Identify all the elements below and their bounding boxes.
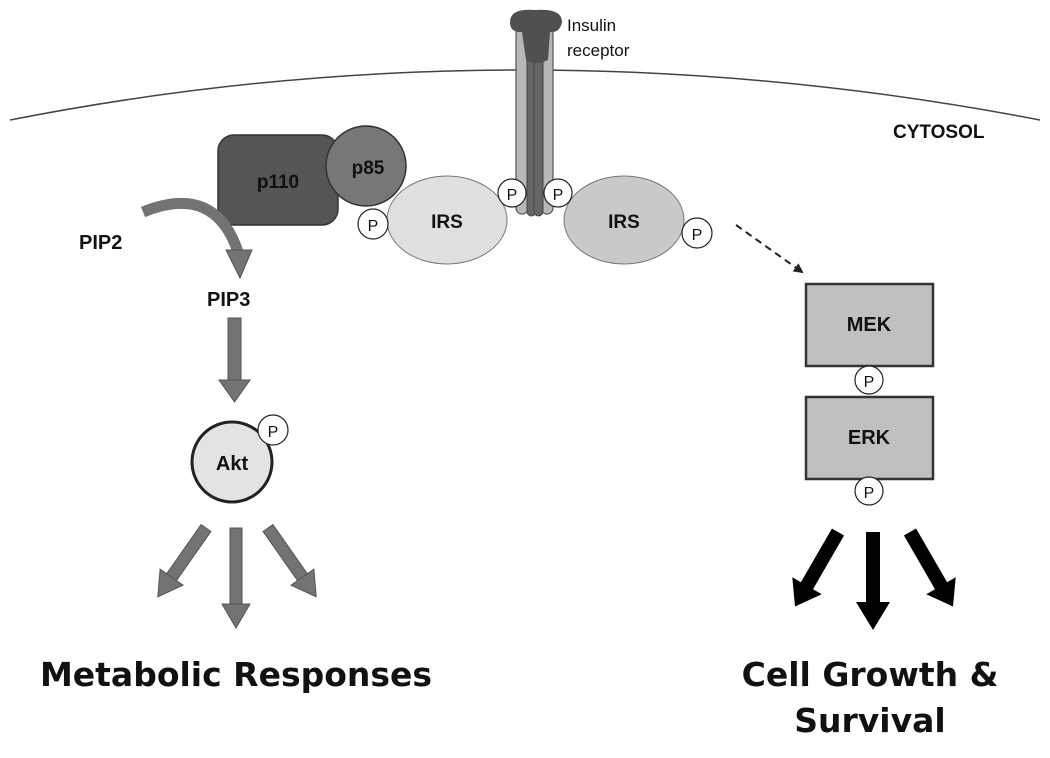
svg-text:P: P	[864, 374, 875, 391]
phospho-irs-right-inner: P	[543, 178, 573, 208]
akt-arrow-right	[262, 523, 317, 598]
erk-arrow-left	[792, 528, 845, 607]
pip3-label: PIP3	[207, 289, 250, 311]
mek-label: MEK	[847, 314, 892, 336]
metabolic-responses-label: Metabolic Responses	[40, 655, 432, 694]
insulin-receptor-label-1: Insulin	[567, 16, 616, 35]
erk-arrow-center	[856, 532, 890, 630]
phospho-erk: P	[854, 476, 884, 506]
phospho-irs-left-inner: P	[497, 178, 527, 208]
insulin-ligand	[510, 9, 562, 63]
svg-text:P: P	[692, 227, 703, 244]
phospho-irs-left-outer: P	[357, 208, 389, 240]
svg-text:P: P	[553, 187, 564, 204]
dashed-arrow-to-mek	[735, 224, 804, 274]
pip2-to-pip3-arrow	[140, 198, 244, 254]
phospho-akt: P	[257, 414, 289, 446]
p85-subunit	[325, 125, 407, 207]
pip2-label: PIP2	[79, 232, 122, 254]
svg-text:P: P	[368, 218, 379, 235]
erk-arrow-right	[903, 528, 956, 607]
mek-box	[804, 282, 935, 368]
phospho-irs-right-outer: P	[681, 217, 713, 249]
cell-growth-label-2: Survival	[794, 701, 945, 740]
pip3-to-akt-arrow	[218, 317, 251, 403]
akt-node	[190, 420, 274, 504]
insulin-receptor	[510, 9, 562, 217]
akt-arrow-left	[157, 523, 212, 598]
svg-text:P: P	[864, 485, 875, 502]
phospho-mek: P	[854, 365, 884, 395]
irs-right-label: IRS	[608, 212, 640, 233]
akt-arrow-center	[221, 527, 251, 629]
erk-label: ERK	[848, 427, 891, 449]
pip2-to-pip3-arrowhead	[225, 249, 253, 280]
akt-label: Akt	[216, 453, 249, 475]
irs-right	[563, 175, 685, 265]
p85-label: p85	[352, 158, 385, 179]
erk-box	[804, 395, 935, 481]
p110-label: p110	[257, 172, 299, 193]
svg-text:P: P	[507, 187, 518, 204]
svg-text:P: P	[268, 424, 279, 441]
cell-growth-label-1: Cell Growth &	[742, 655, 999, 694]
insulin-receptor-label-2: receptor	[567, 41, 630, 60]
cytosol-label: CYTOSOL	[893, 122, 985, 143]
irs-left-label: IRS	[431, 212, 463, 233]
